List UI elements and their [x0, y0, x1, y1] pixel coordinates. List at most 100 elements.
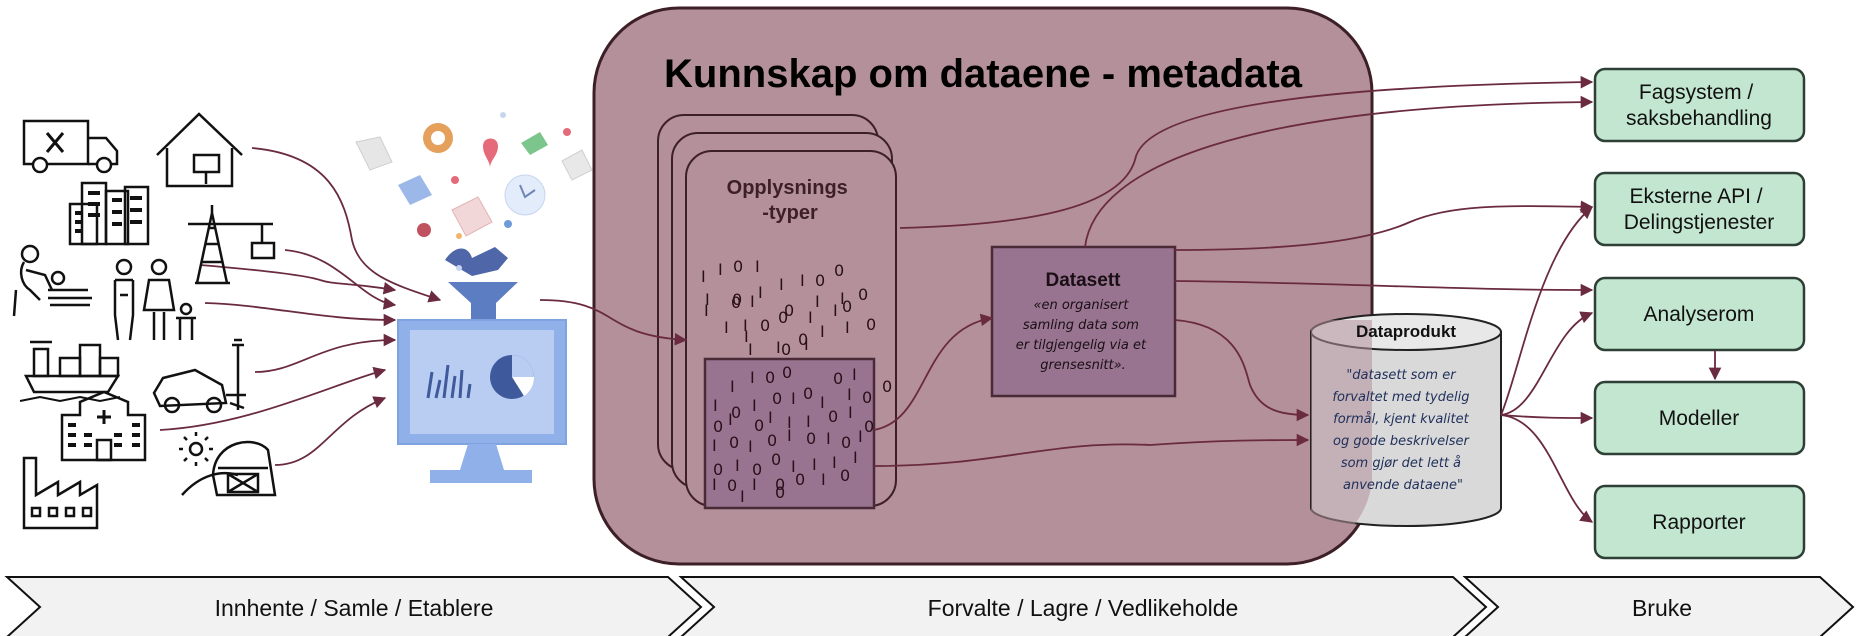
- svg-text:0: 0: [833, 369, 843, 388]
- family-icon: [113, 258, 196, 341]
- svg-text:I: I: [820, 322, 825, 341]
- svg-text:0: 0: [795, 470, 805, 489]
- svg-text:0: 0: [713, 417, 723, 436]
- svg-text:0: 0: [729, 433, 739, 452]
- svg-text:0: 0: [752, 460, 762, 479]
- svg-text:Modeller: Modeller: [1659, 407, 1740, 430]
- metadata-overlap: [1311, 320, 1372, 554]
- use-box-fagsystem: Fagsystem / saksbehandling: [1593, 67, 1806, 143]
- svg-text:I: I: [808, 308, 813, 327]
- svg-text:I: I: [858, 427, 863, 446]
- car-crash-icon: [152, 338, 246, 414]
- svg-text:0: 0: [840, 466, 850, 485]
- svg-text:0: 0: [803, 384, 813, 403]
- svg-text:0: 0: [775, 483, 785, 502]
- svg-text:I: I: [701, 267, 706, 286]
- use-box-rapporter: Rapporter: [1593, 484, 1806, 560]
- process-stage-2: Forvalte / Lagre / Vedlikeholde: [678, 576, 1488, 636]
- svg-text:I: I: [820, 393, 825, 412]
- svg-text:0: 0: [858, 285, 868, 304]
- svg-text:0: 0: [834, 261, 844, 280]
- svg-text:0: 0: [732, 290, 742, 309]
- monitor-icon: [397, 319, 567, 483]
- svg-text:I: I: [752, 475, 757, 494]
- svg-text:I: I: [705, 290, 710, 309]
- svg-text:Forvalte / Lagre / Vedlikehold: Forvalte / Lagre / Vedlikeholde: [928, 595, 1239, 621]
- svg-text:I: I: [840, 289, 845, 308]
- svg-text:0: 0: [798, 330, 808, 349]
- svg-text:0: 0: [862, 388, 872, 407]
- svg-text:0: 0: [815, 271, 825, 290]
- svg-text:I: I: [713, 396, 718, 415]
- svg-text:I: I: [812, 455, 817, 474]
- svg-text:I: I: [832, 453, 837, 472]
- svg-text:0: 0: [772, 389, 782, 408]
- svg-text:I: I: [740, 487, 745, 506]
- crane-icon: [188, 205, 276, 285]
- svg-text:I: I: [826, 429, 831, 448]
- svg-text:0: 0: [733, 257, 743, 276]
- svg-text:I: I: [768, 408, 773, 427]
- svg-text:0: 0: [781, 340, 791, 359]
- svg-text:I: I: [743, 316, 748, 335]
- city-buildings-icon: [68, 181, 150, 246]
- svg-text:0: 0: [767, 431, 777, 450]
- flow-arrows: [159, 75, 1722, 523]
- use-box-modeller: Modeller: [1593, 380, 1806, 456]
- svg-text:0: 0: [765, 368, 775, 387]
- svg-text:I: I: [845, 318, 850, 337]
- svg-text:0: 0: [771, 450, 781, 469]
- svg-text:I: I: [800, 271, 805, 290]
- selected-data-box: [703, 357, 876, 510]
- svg-text:Analyserom: Analyserom: [1644, 303, 1755, 326]
- svg-text:0: 0: [754, 416, 764, 435]
- svg-text:0: 0: [778, 308, 788, 327]
- svg-text:Fagsystem / saksbehandli: Fagsystem / saksbehandling: [1626, 81, 1772, 130]
- svg-text:I: I: [750, 368, 755, 387]
- hospital-icon: [60, 390, 147, 462]
- process-stage-1: Innhente / Samle / Etablere: [4, 576, 703, 636]
- house-icon: [156, 112, 243, 188]
- svg-text:I: I: [750, 292, 755, 311]
- svg-text:I: I: [712, 475, 717, 494]
- floating-data-icons: [355, 112, 593, 276]
- svg-text:Rapporter: Rapporter: [1652, 511, 1745, 534]
- use-box-external-api: Eksterne API / Delingstjenester: [1593, 171, 1806, 247]
- svg-text:0: 0: [775, 475, 785, 494]
- info-types-label: Opplysnings -typer: [727, 177, 854, 224]
- svg-text:Eksterne API / Delingstj: Eksterne API / Delingstjenester: [1624, 185, 1775, 234]
- svg-text:I: I: [748, 340, 753, 359]
- svg-text:I: I: [852, 365, 857, 384]
- svg-text:I: I: [806, 412, 811, 431]
- svg-text:I: I: [748, 437, 753, 456]
- svg-text:I: I: [779, 275, 784, 294]
- svg-text:0: 0: [782, 363, 792, 382]
- svg-text:I: I: [791, 389, 796, 408]
- svg-text:I: I: [712, 436, 717, 455]
- svg-text:I: I: [853, 448, 858, 467]
- data-product-title: Dataprodukt: [1356, 322, 1456, 341]
- svg-text:I: I: [704, 301, 709, 320]
- barn-icon: [179, 432, 277, 497]
- svg-text:I: I: [847, 385, 852, 404]
- svg-text:0: 0: [864, 417, 874, 436]
- data-product-description: "datasett som er forvaltet med tydelig f…: [1332, 368, 1473, 493]
- svg-text:I: I: [787, 413, 792, 432]
- svg-text:I: I: [791, 457, 796, 476]
- svg-text:0: 0: [841, 433, 851, 452]
- svg-text:0: 0: [713, 460, 723, 479]
- caregiver-icon: [12, 244, 92, 317]
- svg-text:0: 0: [731, 293, 741, 312]
- svg-text:Innhente / Samle / Etablere: Innhente / Samle / Etablere: [215, 595, 494, 621]
- svg-text:I: I: [758, 283, 763, 302]
- svg-text:0: 0: [828, 407, 838, 426]
- svg-text:0: 0: [842, 297, 852, 316]
- dataset-description: «en organisert samling data som er tilgj…: [1016, 298, 1150, 373]
- svg-text:I: I: [815, 292, 820, 311]
- funnel-icon: [448, 282, 518, 322]
- dataset-title: Datasett: [1046, 270, 1122, 291]
- svg-text:I: I: [718, 260, 723, 279]
